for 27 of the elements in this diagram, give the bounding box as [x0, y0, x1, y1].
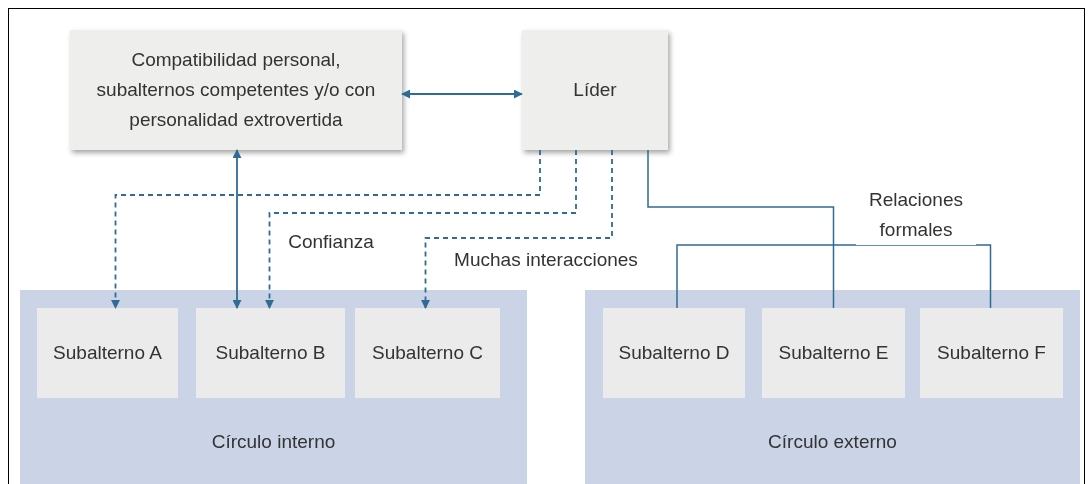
node-label: Compatibilidad personal, subalternos competentes y/o con personalidad extrovertida	[95, 48, 377, 132]
node-box	[70, 30, 402, 150]
group-panel	[20, 290, 527, 484]
node-label: Subalterno A	[53, 341, 162, 365]
node-label: Subalterno E	[778, 341, 889, 365]
node-label: Líder	[573, 78, 617, 102]
group-panel	[585, 290, 1080, 484]
node-box	[37, 308, 178, 398]
panel-label: Círculo externo	[767, 430, 898, 454]
dashed-arrow	[265, 149, 577, 309]
node-box	[762, 308, 905, 398]
arrow	[401, 89, 523, 99]
dashed-arrow	[111, 149, 541, 309]
dashed-arrow	[421, 149, 613, 309]
panel-label: Círculo interno	[210, 430, 337, 454]
node-label: Subalterno D	[618, 341, 730, 365]
node-label: Subalterno F	[937, 341, 1046, 365]
connector-line	[647, 149, 835, 309]
node-box	[920, 308, 1063, 398]
node-box	[196, 308, 345, 398]
node-box	[522, 30, 668, 150]
connector-line	[676, 244, 992, 309]
node-box	[603, 308, 745, 398]
node-label: Subalterno B	[215, 341, 326, 365]
arrow	[232, 149, 242, 309]
node-box	[355, 308, 500, 398]
node-label: Subalterno C	[372, 341, 483, 365]
